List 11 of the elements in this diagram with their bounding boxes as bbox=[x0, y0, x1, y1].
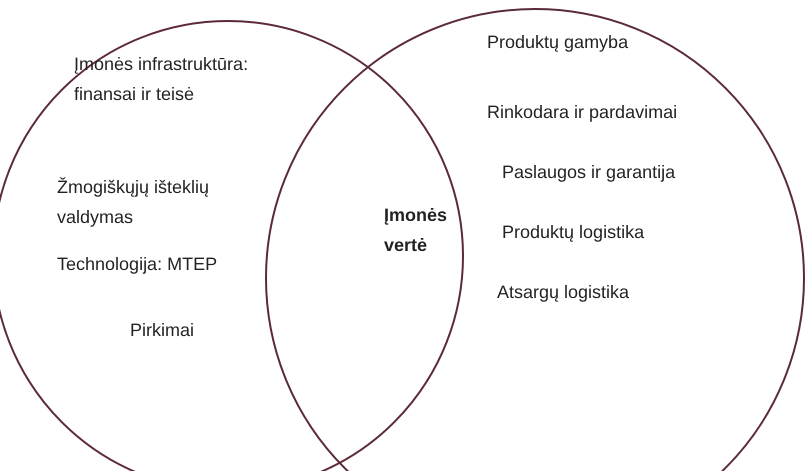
venn-circle bbox=[265, 8, 805, 471]
category-label: Produktų gamyba bbox=[487, 31, 630, 54]
category-label: Produktų logistika bbox=[502, 221, 646, 244]
category-label: Paslaugos ir garantija bbox=[502, 161, 676, 184]
category-label: Atsargų logistika bbox=[497, 281, 630, 304]
category-label: Technologija: MTEP bbox=[57, 253, 218, 276]
category-label: Pirkimai bbox=[130, 319, 196, 342]
category-label: Žmogiškųjų išteklių valdymas bbox=[57, 176, 210, 229]
venn-circle bbox=[0, 20, 464, 471]
overlap-label: Įmonės vertė bbox=[384, 204, 448, 257]
category-label: Rinkodara ir pardavimai bbox=[487, 101, 678, 124]
